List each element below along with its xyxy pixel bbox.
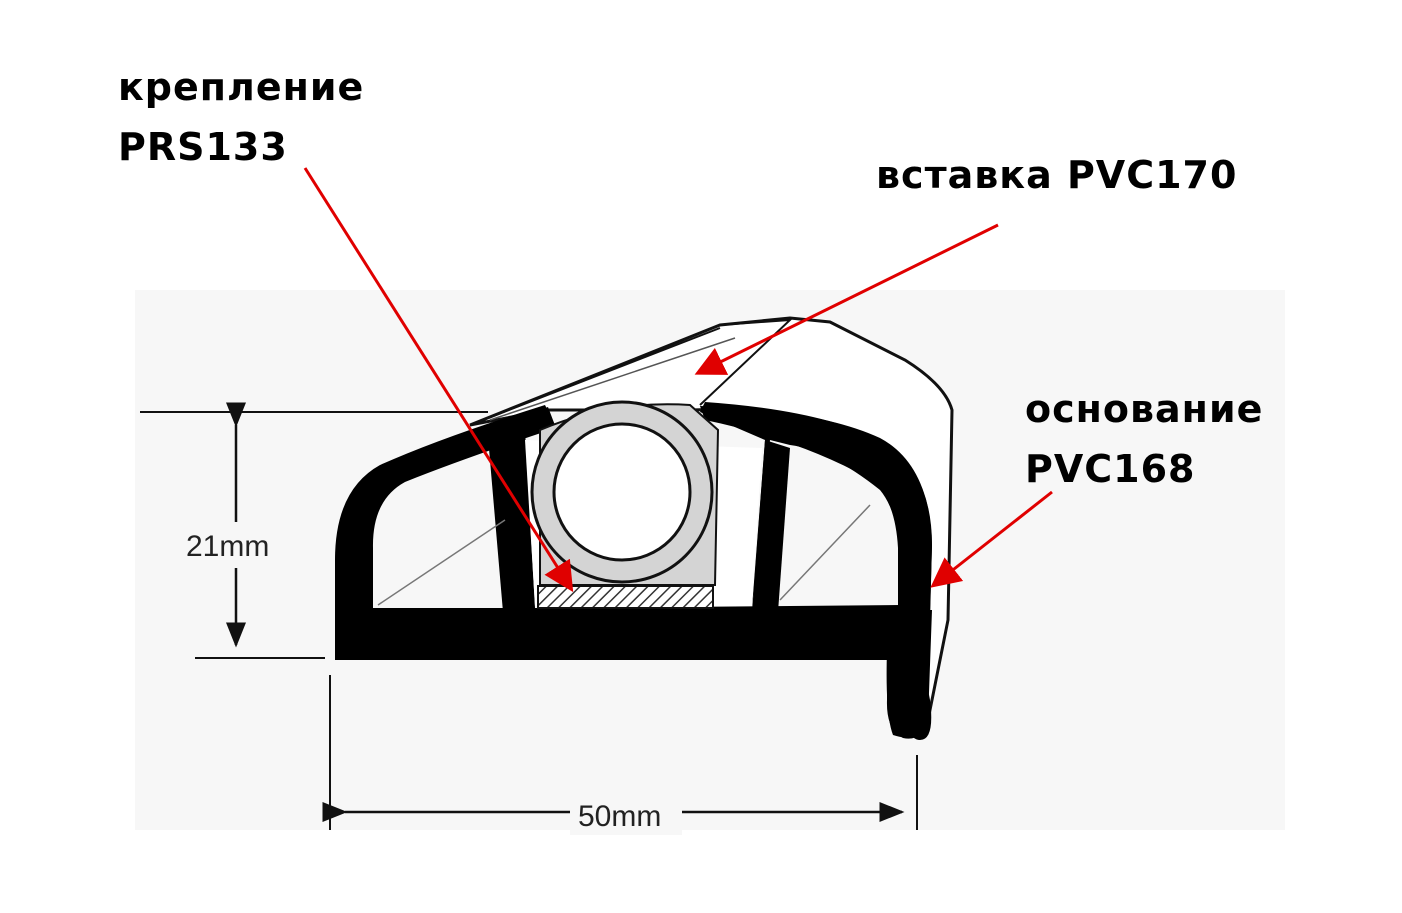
base-lip — [885, 610, 932, 739]
right-wall — [752, 440, 790, 612]
dim-width-label-bg — [570, 795, 682, 835]
base-arrow — [930, 490, 1053, 588]
dim-height-label: 21mm — [186, 530, 269, 563]
base-right-hook — [700, 406, 932, 612]
fastening-label-line2: PRS133 — [118, 125, 288, 169]
base-label-line2: PVC168 — [1025, 447, 1196, 491]
chamber-line — [779, 504, 871, 601]
ridge-line — [469, 327, 721, 426]
fastening-arrow — [303, 167, 574, 593]
ridge-line — [489, 337, 736, 421]
base-label-line1: основание — [1025, 387, 1264, 431]
dim-width-label: 50mm — [578, 800, 661, 833]
dim-height-label-bg — [180, 522, 292, 568]
base-left-hook — [335, 407, 556, 660]
fastening-strip — [537, 585, 714, 609]
fastening-label-line1: крепление — [118, 65, 365, 109]
insert-label: вставка PVC170 — [876, 153, 1238, 197]
insert-arrow — [694, 223, 999, 375]
insert-tube-inner — [552, 422, 692, 562]
base-slab — [335, 605, 905, 660]
chamber-line — [377, 519, 506, 606]
ridge-line — [699, 318, 793, 406]
